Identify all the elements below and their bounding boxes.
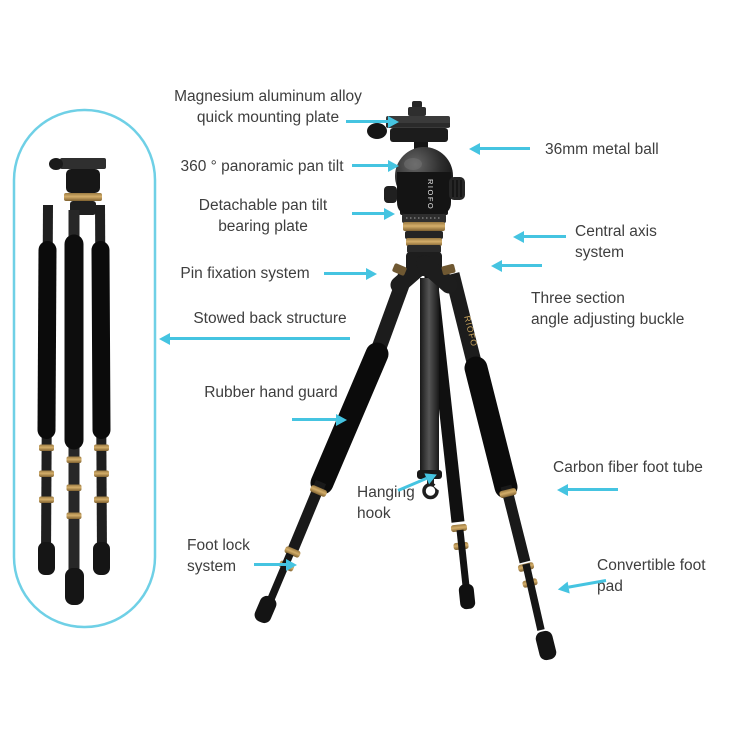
label-stowed-back: Stowed back structure [193, 310, 347, 327]
ball-head: RIOFO [367, 101, 465, 214]
right-foot-pad [535, 630, 557, 661]
arrow-three-section [502, 264, 542, 267]
label-foot-tube: Carbon fiber foot tube [553, 459, 703, 476]
head-logo-text: RIOFO [426, 179, 435, 210]
left-foot-pad [254, 595, 277, 624]
label-quick-mounting-plate: Magnesium aluminum alloy quick mounting … [174, 88, 362, 127]
foot-lock-rings [284, 546, 301, 558]
leg-hub [390, 204, 458, 294]
arrow-foot-lock [254, 563, 286, 566]
arrow-pin-fixation [324, 272, 366, 275]
carbon-fiber-foot-tube [500, 484, 531, 564]
center-column [417, 278, 443, 500]
arrow-foot-tube [568, 488, 618, 491]
label-central-axis: Central axis system [575, 223, 657, 262]
pan-base [402, 214, 446, 223]
label-rubber-guard: Rubber hand guard [204, 384, 338, 401]
label-bearing-plate: Detachable pan tilt bearing plate [198, 197, 328, 236]
arrow-metal-ball [480, 147, 530, 150]
label-three-section: Three section angle adjusting buckle [531, 290, 685, 329]
rubber-hand-guard-left [310, 342, 389, 495]
arrow-bearing-plate [352, 212, 384, 215]
rubber-hand-guard-right [464, 356, 518, 499]
ball-housing [397, 172, 451, 214]
angle-adjusting-buckle-right [441, 263, 456, 276]
label-pin-fixation: Pin fixation system [180, 265, 310, 282]
arrow-stowed-back [170, 337, 350, 340]
label-metal-ball: 36mm metal ball [545, 141, 659, 158]
plate-lock-knob [367, 123, 387, 139]
capsule-outline [12, 108, 157, 629]
pan-lock-knob [384, 186, 397, 203]
label-foot-lock: Foot lock system [187, 537, 250, 576]
hanging-hook [422, 482, 439, 500]
label-foot-pad: Convertible foot pad [597, 557, 706, 596]
arrow-rubber-guard [292, 418, 336, 421]
arrow-quick-mounting-plate [346, 120, 388, 123]
arrow-central-axis [524, 235, 566, 238]
central-axis-ring [403, 222, 445, 231]
label-pan-tilt: 360 ° panoramic pan tilt [180, 158, 344, 175]
arrow-pan-tilt [352, 164, 388, 167]
stowed-tripod-illustration [12, 108, 157, 629]
angle-adjusting-buckle-left [392, 263, 407, 276]
